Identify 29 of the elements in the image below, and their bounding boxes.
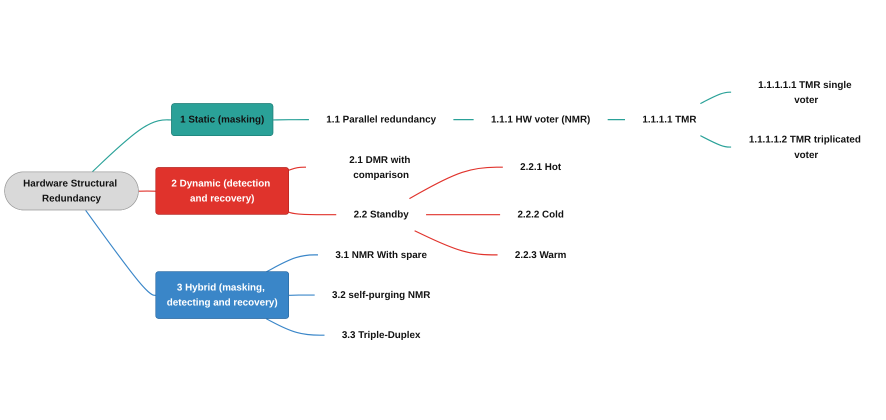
node-text: 1.1.1.1.2 TMR triplicated voter bbox=[748, 134, 861, 160]
node-text: 1.1.1 HW voter (NMR) bbox=[490, 114, 590, 125]
node-text: 3.1 NMR With spare bbox=[335, 249, 427, 260]
node-text: 2.2 Standby bbox=[354, 209, 409, 220]
connector bbox=[414, 230, 498, 256]
connector bbox=[288, 166, 306, 171]
node-text: 3.3 Triple-Duplex bbox=[342, 330, 420, 341]
node-text: 2.2.1 Hot bbox=[520, 162, 562, 173]
connector bbox=[288, 212, 336, 216]
connector bbox=[273, 119, 309, 120]
connector bbox=[700, 135, 732, 148]
connector bbox=[453, 119, 474, 120]
node-text: 2.1 DMR with comparison bbox=[349, 154, 410, 180]
node-text: 2.2.3 Warm bbox=[514, 249, 566, 260]
connector bbox=[92, 119, 172, 173]
node-text: 3.2 self-purging NMR bbox=[332, 289, 430, 300]
node-text: 1.1.1.1.1 TMR single voter bbox=[758, 79, 852, 105]
connector bbox=[85, 210, 156, 296]
node-text: 1.1 Parallel redundancy bbox=[326, 114, 436, 125]
connector bbox=[700, 92, 732, 104]
node-text: 2.2.2 Cold bbox=[517, 209, 564, 220]
node-text: 1.1.1.1 TMR bbox=[642, 114, 696, 125]
connector bbox=[266, 254, 318, 272]
connector bbox=[409, 166, 503, 200]
connector bbox=[288, 294, 315, 296]
connector bbox=[426, 214, 500, 216]
connector bbox=[608, 119, 626, 120]
connector bbox=[138, 190, 156, 192]
connector bbox=[266, 318, 324, 336]
